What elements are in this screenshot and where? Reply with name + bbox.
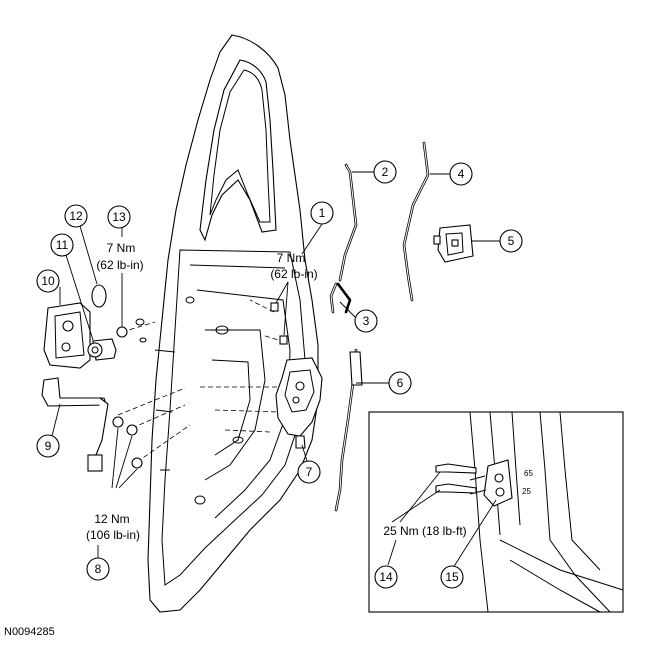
figure-id: N0094285 (4, 626, 55, 638)
callout-1: 1 (310, 201, 334, 225)
svg-text:7: 7 (306, 465, 313, 479)
svg-text:10: 10 (41, 274, 55, 288)
rod-clips (270, 302, 288, 345)
callout-5: 5 (499, 229, 523, 253)
svg-text:15: 15 (445, 570, 459, 584)
svg-text:8: 8 (95, 562, 102, 576)
striker-marking-1: 65 (524, 469, 533, 478)
latch-rod-4 (402, 141, 430, 302)
svg-text:(62 lb-in): (62 lb-in) (96, 258, 143, 272)
svg-text:2: 2 (382, 165, 389, 179)
svg-text:14: 14 (379, 570, 393, 584)
torque-spec-8: 12 Nm (106 lb-in) (86, 512, 140, 542)
callout-3: 3 (354, 309, 378, 333)
latch-rod-2 (338, 163, 358, 282)
svg-text:9: 9 (45, 439, 52, 453)
striker-marking-2: 25 (522, 487, 531, 496)
callout-7: 7 (297, 460, 321, 484)
bolt-13 (116, 326, 128, 338)
callout-14: 14 (374, 565, 398, 589)
callout-4: 4 (449, 162, 473, 186)
latch-cable-6 (334, 348, 363, 512)
svg-text:6: 6 (397, 376, 404, 390)
rod-clip-3 (329, 282, 352, 314)
wiring-bracket-9 (41, 377, 109, 472)
svg-text:1: 1 (319, 206, 326, 220)
seal-ring-12 (91, 284, 107, 308)
lock-cylinder-11 (87, 338, 117, 361)
callout-6: 6 (388, 371, 412, 395)
svg-text:7 Nm: 7 Nm (107, 241, 136, 255)
torque-spec-13: 7 Nm (62 lb-in) (96, 241, 143, 272)
leader-lines (51, 171, 500, 569)
svg-text:25 Nm (18 lb-ft): 25 Nm (18 lb-ft) (383, 524, 466, 538)
callout-8: 8 (86, 557, 110, 581)
torque-spec-14: 25 Nm (18 lb-ft) (383, 524, 466, 538)
callout-2: 2 (373, 160, 397, 184)
svg-text:(62 lb-in): (62 lb-in) (270, 267, 317, 281)
svg-text:5: 5 (508, 234, 515, 248)
svg-text:13: 13 (112, 210, 126, 224)
nuts-8 (112, 416, 143, 469)
svg-text:12: 12 (69, 209, 83, 223)
door-latch-7 (275, 357, 323, 449)
svg-text:11: 11 (56, 238, 69, 252)
torque-spec-1: 7 Nm (62 lb-in) (270, 251, 317, 281)
handle-housing-10 (43, 302, 91, 369)
svg-text:3: 3 (363, 314, 370, 328)
svg-text:(106 lb-in): (106 lb-in) (86, 528, 140, 542)
svg-text:7 Nm: 7 Nm (277, 251, 306, 265)
callout-13: 13 (107, 205, 131, 229)
lock-actuator-5 (433, 224, 474, 263)
door-inner-panel (135, 34, 319, 613)
callout-15: 15 (440, 565, 464, 589)
svg-text:4: 4 (458, 167, 465, 181)
callout-12: 12 (64, 204, 88, 228)
striker-detail-inset: 65 25 (368, 411, 624, 613)
svg-text:12 Nm: 12 Nm (94, 512, 129, 526)
callout-9: 9 (36, 434, 60, 458)
callout-11: 11 (50, 233, 74, 257)
callout-10: 10 (36, 269, 60, 293)
